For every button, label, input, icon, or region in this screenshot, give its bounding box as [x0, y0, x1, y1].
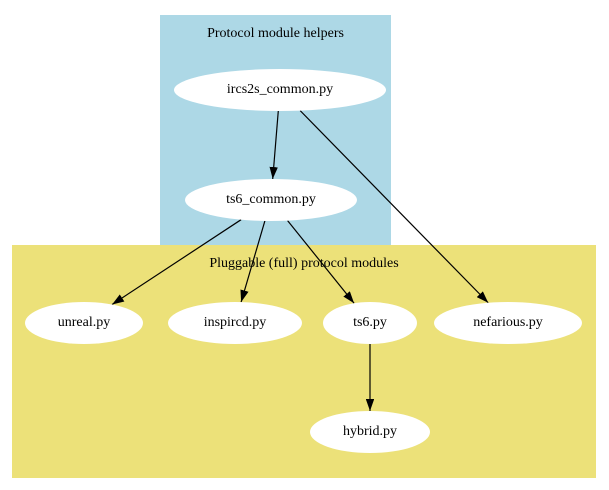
- node-nefarious-py: nefarious.py: [434, 302, 582, 344]
- node-hybrid-py: hybrid.py: [310, 411, 430, 453]
- cluster-pluggable-protocol-modules: Pluggable (full) protocol modules: [12, 245, 596, 478]
- cluster-helpers-label: Protocol module helpers: [207, 26, 344, 41]
- node-ts6-common-py: ts6_common.py: [185, 179, 357, 221]
- node-ts6-py: ts6.py: [323, 302, 417, 344]
- cluster-modules-label: Pluggable (full) protocol modules: [209, 256, 399, 271]
- node-ircs2s-common-py: ircs2s_common.py: [174, 69, 386, 111]
- node-unreal-py: unreal.py: [25, 302, 143, 344]
- node-inspircd-py: inspircd.py: [168, 302, 302, 344]
